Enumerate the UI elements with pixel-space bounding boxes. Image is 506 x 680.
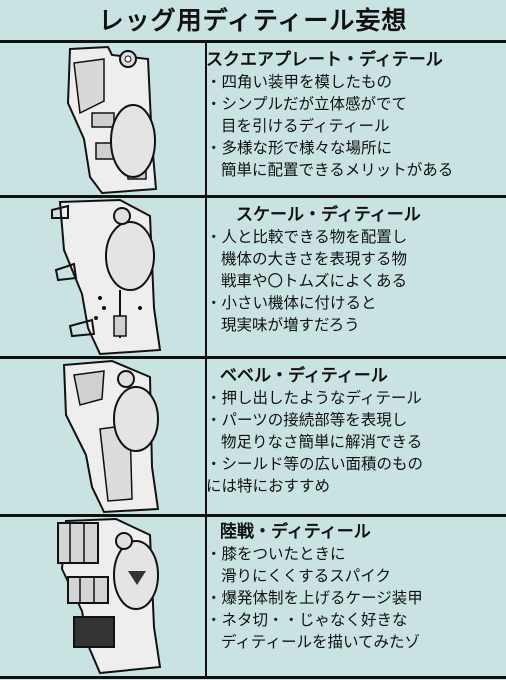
panel-heading: 陸戦・ディティール xyxy=(220,522,371,542)
bullet-line-cont: 目を引けるディティール xyxy=(221,117,390,135)
bullet-line: シンプルだが立体感がでて xyxy=(206,93,506,115)
bullet-list: 押し出したようなディテール パーツの接続部等を表現し物足りなさ簡単に解消できる … xyxy=(206,387,506,497)
panel-bevel: ベベル・ディティール 押し出したようなディテール パーツの接続部等を表現し物足り… xyxy=(0,359,506,514)
leg-illustration-square-plate xyxy=(0,43,205,195)
panel-scale: スケール・ディティール 人と比較できる物を配置し機体の大きさを表現する物戦車や〇… xyxy=(0,198,506,356)
bullet-line: パーツの接続部等を表現し xyxy=(206,409,506,431)
bullet-item: 押し出したようなディテール xyxy=(206,387,506,409)
panel-square-plate: スクエアプレート・ディテール 四角い装甲を模したもの シンプルだが立体感がでて目… xyxy=(0,43,506,195)
bullet-line-cont: 機体の大きさを表現する物 xyxy=(221,250,408,268)
divider-2 xyxy=(0,356,506,359)
leg-illustration-bevel xyxy=(0,359,205,514)
page-title: レッグ用ディティール妄想 xyxy=(98,6,408,35)
panel-text: スケール・ディティール 人と比較できる物を配置し機体の大きさを表現する物戦車や〇… xyxy=(206,198,506,356)
bullet-item: 四角い装甲を模したもの xyxy=(206,71,506,93)
divider-bottom xyxy=(0,676,506,679)
panel-heading: ベベル・ディティール xyxy=(220,366,388,386)
bullet-line: シールド等の広い面積のもの xyxy=(206,453,506,475)
bullet-line: 四角い装甲を模したもの xyxy=(206,71,506,93)
bullet-line: ネタ切・・じゃなく好きな xyxy=(206,609,506,631)
bullet-line-cont: には特におすすめ xyxy=(206,477,331,495)
panel-text: スクエアプレート・ディテール 四角い装甲を模したもの シンプルだが立体感がでて目… xyxy=(206,43,506,195)
leg-illustration-scale xyxy=(0,198,205,356)
divider-top xyxy=(0,40,506,43)
bullet-line-cont: 滑りにくくするスパイク xyxy=(221,567,391,585)
divider-1 xyxy=(0,195,506,198)
bullet-line: 小さい機体に付けると xyxy=(206,292,506,314)
bullet-line-cont: ディティールを描いてみたゾ xyxy=(221,633,421,651)
panel-heading: スクエアプレート・ディテール xyxy=(206,50,443,70)
panel-text: ベベル・ディティール 押し出したようなディテール パーツの接続部等を表現し物足り… xyxy=(206,359,506,514)
bullet-line: 膝をついたときに xyxy=(206,543,506,565)
leg-illustration-ground-combat xyxy=(0,517,205,676)
bullet-line: 爆発体制を上げるケージ装甲 xyxy=(206,587,506,609)
bullet-line-cont: 物足りなさ簡単に解消できる xyxy=(221,433,423,451)
column-divider xyxy=(205,42,207,678)
bullet-line-cont: 簡単に配置できるメリットがある xyxy=(221,161,454,179)
bullet-item: 爆発体制を上げるケージ装甲 xyxy=(206,587,506,609)
divider-3 xyxy=(0,514,506,517)
bullet-line-cont: 現実味が増すだろう xyxy=(221,316,360,334)
bullet-line-cont: 戦車や〇トムズによくある xyxy=(221,272,408,290)
bullet-line: 人と比較できる物を配置し xyxy=(206,226,506,248)
bullet-line: 多様な形で様々な場所に xyxy=(206,137,506,159)
panel-heading: スケール・ディティール xyxy=(236,205,421,225)
bullet-line: 押し出したようなディテール xyxy=(206,387,506,409)
